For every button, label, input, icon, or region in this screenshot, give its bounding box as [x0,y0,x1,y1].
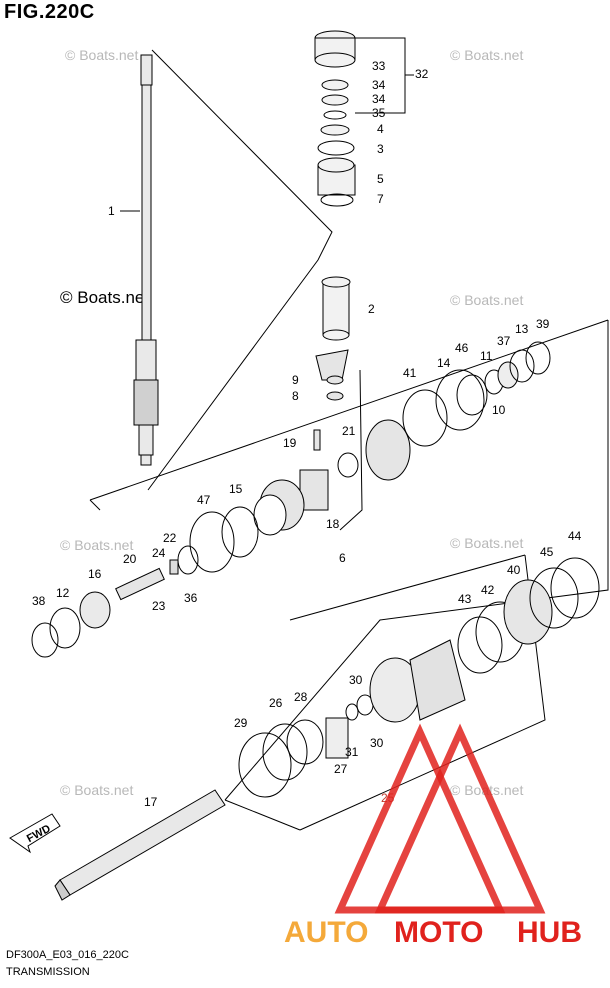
callout-19: 19 [283,436,297,450]
callout-36: 36 [184,591,198,605]
fwd-label: FWD [25,823,53,845]
callout-42: 42 [481,583,495,597]
callout-10: 10 [492,403,506,417]
callout-1: 1 [108,204,115,218]
callout-4: 4 [377,122,384,136]
callout-13: 13 [515,322,529,336]
callout-30b: 30 [370,736,384,750]
callout-41: 41 [403,366,417,380]
boats-watermark: © Boats.net [450,292,523,308]
callout-7: 7 [377,192,384,206]
reverse-gear-group-25 [238,557,600,798]
callout-43: 43 [458,592,472,606]
callout-28: 28 [294,690,308,704]
callout-24: 24 [152,546,166,560]
callout-47: 47 [197,493,211,507]
watermark-layer: © Boats.net © Boats.net © Boats.net © Bo… [60,47,523,798]
callout-21: 21 [342,424,356,438]
fwd-arrow: FWD [9,813,61,854]
callout-34a: 34 [372,78,386,92]
callout-5: 5 [377,172,384,186]
boats-watermark: © Boats.net [65,47,138,63]
logo-auto: AUTO [284,916,368,949]
callout-11: 11 [480,349,493,363]
ring-stack-left [31,506,259,658]
callout-22: 22 [163,531,177,545]
callout-46: 46 [455,341,469,355]
footer-section: TRANSMISSION [6,966,90,978]
boats-watermark: © Boats.net [60,537,133,553]
bearing-stack-32 [314,30,356,341]
callout-2: 2 [368,302,375,316]
callout-3: 3 [377,142,384,156]
callout-40: 40 [507,563,521,577]
callout-32: 32 [415,67,429,81]
boats-watermark: © Boats.net [450,535,523,551]
callout-15: 15 [229,482,243,496]
figure-title: FIG.220C [4,1,95,23]
callout-17: 17 [144,795,158,809]
automotohub-logo: AUTO MOTO HUB [284,723,582,949]
callout-9: 9 [292,373,299,387]
callout-20: 20 [123,552,137,566]
drive-shaft-part1 [133,54,159,466]
logo-moto: MOTO [394,916,483,949]
callout-37: 37 [497,334,511,348]
callout-6: 6 [339,551,346,565]
ring-stack-right [402,341,551,447]
callout-38: 38 [32,594,46,608]
propeller-shaft-part17 [54,789,226,901]
callout-27: 27 [334,762,348,776]
boats-watermark-main: © Boats.net [60,288,149,307]
callout-45: 45 [540,545,554,559]
callout-33: 33 [372,59,386,73]
callout-23: 23 [152,599,166,613]
callout-39: 39 [536,317,550,331]
footer-code: DF300A_E03_016_220C [6,949,129,961]
pinion-group [253,349,411,536]
callout-30a: 30 [349,673,363,687]
callout-18: 18 [326,517,340,531]
boats-watermark: © Boats.net [60,782,133,798]
boats-watermark: © Boats.net [450,47,523,63]
callout-44: 44 [568,529,582,543]
callout-26: 26 [269,696,283,710]
callout-29: 29 [234,716,248,730]
callout-14: 14 [437,356,451,370]
callout-31: 31 [345,745,359,759]
logo-hub: HUB [517,916,582,949]
callout-16: 16 [88,567,102,581]
callout-labels: 1 2 3 4 5 6 7 8 9 10 11 12 13 14 15 16 1… [32,37,582,809]
callout-12: 12 [56,586,70,600]
callout-8: 8 [292,389,299,403]
callout-34b: 34 [372,92,386,106]
